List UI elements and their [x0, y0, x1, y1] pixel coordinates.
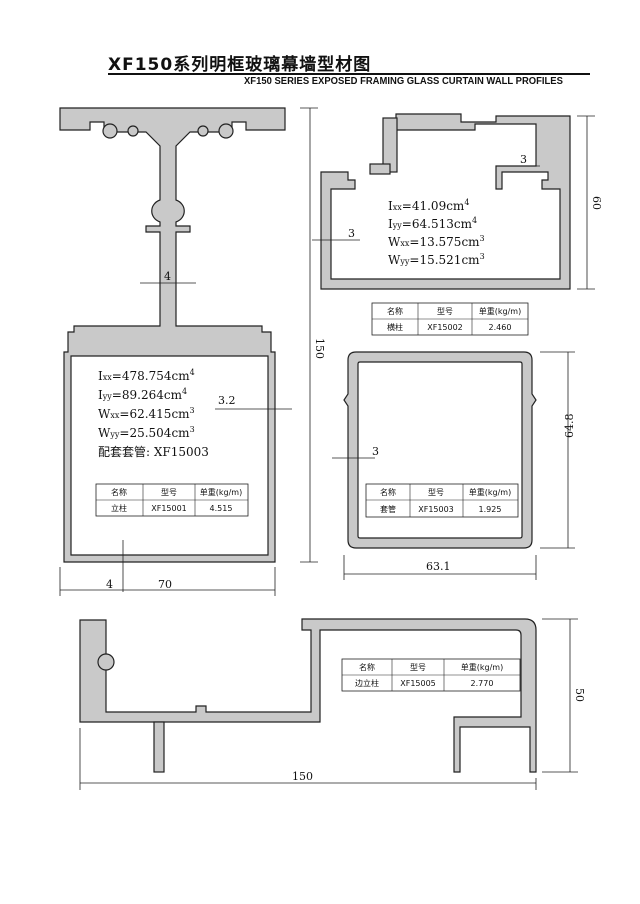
- edge-mullion-table-header-weight: 单重(kg/m): [461, 662, 503, 672]
- sleeve-dim-wall: 3: [372, 445, 379, 458]
- mullion-table-header-name: 名称: [111, 487, 127, 497]
- sleeve-table-header-model: 型号: [428, 488, 444, 497]
- mullion-dim-width: 70: [158, 578, 172, 591]
- mullion-dimensions: 4 3.2 150 4 70: [59, 107, 326, 596]
- drawing-title-cn: XF150系列明框玻璃幕墙型材图: [108, 55, 372, 75]
- edge-mullion-table-model: XF15005: [400, 679, 436, 688]
- mullion-wxx: Wxx=62.415cm3: [98, 406, 195, 421]
- edge-mullion-table-weight: 2.770: [471, 679, 494, 688]
- transom-wxx: Wxx=13.575cm3: [388, 234, 485, 249]
- drawing-title-en: XF150 SERIES EXPOSED FRAMING GLASS CURTA…: [244, 75, 563, 87]
- mullion-table-weight: 4.515: [210, 504, 233, 513]
- mullion-table-model: XF15001: [151, 504, 187, 513]
- mullion-ixx: Ixx=478.754cm4: [98, 368, 195, 383]
- mullion-profile: [59, 107, 286, 563]
- transom-table-model: XF15002: [427, 323, 463, 332]
- sleeve-dim-height: 64.8: [563, 414, 576, 439]
- edge-mullion-dim-height: 50: [573, 688, 586, 702]
- transom-dimensions: 3 3 60: [312, 115, 603, 290]
- transom-table-header-model: 型号: [437, 307, 453, 316]
- mullion-dim-height: 150: [313, 338, 326, 359]
- sleeve-table-header-name: 名称: [380, 487, 396, 497]
- transom-dim-height: 60: [590, 196, 603, 210]
- transom-properties: Ixx=41.09cm4 Iyy=64.513cm4 Wxx=13.575cm3…: [388, 198, 485, 267]
- transom-table-header-weight: 单重(kg/m): [479, 306, 521, 316]
- sleeve-table-header-weight: 单重(kg/m): [469, 487, 511, 497]
- transom-table-header-name: 名称: [387, 306, 403, 316]
- mullion-dim-web: 4: [164, 270, 171, 283]
- sleeve-profile: [343, 351, 537, 549]
- sleeve-table: 名称 型号 单重(kg/m) 套管 XF15003 1.925: [365, 483, 519, 518]
- mullion-matching-sleeve: 配套套管: XF15003: [98, 444, 209, 459]
- sleeve-table-name: 套管: [380, 504, 396, 514]
- mullion-iyy: Iyy=89.264cm4: [98, 387, 187, 402]
- edge-mullion-table-name: 边立柱: [355, 678, 379, 688]
- sleeve-dimensions: 3 64.8 63.1: [332, 351, 576, 580]
- edge-mullion-table-header-model: 型号: [410, 663, 426, 672]
- mullion-table-name: 立柱: [111, 503, 127, 513]
- mullion-table: 名称 型号 单重(kg/m) 立柱 XF15001 4.515: [95, 483, 249, 517]
- mullion-dim-bottom: 4: [106, 578, 113, 591]
- transom-ixx: Ixx=41.09cm4: [388, 198, 469, 213]
- edge-mullion-profile: [79, 618, 537, 773]
- transom-dim-side-wall: 3: [348, 227, 355, 240]
- edge-mullion-table: 名称 型号 单重(kg/m) 边立柱 XF15005 2.770: [341, 658, 521, 692]
- sleeve-table-model: XF15003: [418, 505, 454, 514]
- mullion-table-header-model: 型号: [161, 488, 177, 497]
- mullion-table-header-weight: 单重(kg/m): [200, 487, 242, 497]
- transom-table-weight: 2.460: [489, 323, 512, 332]
- edge-mullion-dimensions: 50 150: [79, 618, 586, 790]
- mullion-properties: Ixx=478.754cm4 Iyy=89.264cm4 Wxx=62.415c…: [98, 368, 209, 459]
- transom-table: 名称 型号 单重(kg/m) 横柱 XF15002 2.460: [371, 302, 529, 336]
- transom-dim-top-wall: 3: [520, 153, 527, 166]
- sleeve-dim-width: 63.1: [426, 560, 451, 573]
- mullion-dim-wall: 3.2: [218, 394, 236, 407]
- transom-table-name: 横柱: [387, 322, 403, 332]
- sleeve-table-weight: 1.925: [479, 505, 502, 514]
- title-underline: [108, 73, 590, 75]
- transom-iyy: Iyy=64.513cm4: [388, 216, 477, 231]
- transom-wyy: Wyy=15.521cm3: [388, 252, 485, 267]
- edge-mullion-table-header-name: 名称: [359, 662, 375, 672]
- mullion-wyy: Wyy=25.504cm3: [98, 425, 195, 440]
- edge-mullion-dim-width: 150: [292, 770, 313, 783]
